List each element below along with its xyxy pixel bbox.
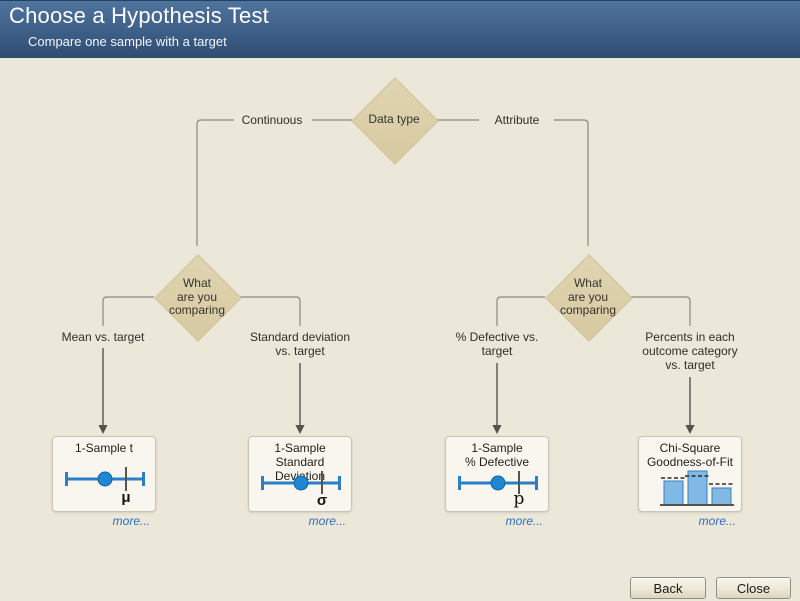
mu-symbol: μ bbox=[121, 489, 131, 506]
interval-plot-icon bbox=[261, 471, 341, 494]
card-1-sample-stdev[interactable]: 1-Sample Standard Deviation σ bbox=[248, 436, 352, 512]
page-title: Choose a Hypothesis Test bbox=[9, 3, 269, 28]
card-title: 1-Sample t bbox=[74, 441, 134, 455]
card-title: Chi-Square Goodness-of-Fit bbox=[646, 441, 734, 469]
leaf-label-mean: Mean vs. target bbox=[61, 330, 145, 344]
leaf-label-defective: % Defective vs. target bbox=[455, 330, 539, 358]
leaf-label-stdev: Standard deviation vs. target bbox=[249, 330, 351, 358]
page-subtitle: Compare one sample with a target bbox=[28, 34, 227, 49]
branch-attribute: Attribute bbox=[494, 113, 540, 127]
comparing-label-right: What are you comparing bbox=[559, 276, 617, 317]
branch-continuous: Continuous bbox=[241, 113, 303, 127]
arrowheads bbox=[98, 425, 695, 434]
p-symbol: p bbox=[513, 489, 525, 509]
more-link-1-sample-stdev[interactable]: more... bbox=[308, 514, 346, 528]
card-chi-square-gof[interactable]: Chi-Square Goodness-of-Fit bbox=[638, 436, 742, 512]
back-button[interactable]: Back bbox=[630, 577, 706, 599]
card-title: 1-Sample Standard Deviation bbox=[274, 441, 326, 483]
more-link-1-sample-t[interactable]: more... bbox=[112, 514, 150, 528]
more-link-chi-square-gof[interactable]: more... bbox=[698, 514, 736, 528]
dialog-header: Choose a Hypothesis Test Compare one sam… bbox=[0, 0, 800, 58]
data-type-label: Data type bbox=[368, 112, 420, 126]
leaf-label-percents: Percents in each outcome category vs. ta… bbox=[642, 330, 738, 372]
interval-plot-icon bbox=[65, 467, 145, 491]
sigma-symbol: σ bbox=[316, 492, 328, 509]
card-1-sample-t[interactable]: 1-Sample t μ bbox=[52, 436, 156, 512]
card-1-sample-pct-defective[interactable]: 1-Sample % Defective p bbox=[445, 436, 549, 512]
interval-plot-icon bbox=[458, 471, 538, 494]
comparing-label-left: What are you comparing bbox=[168, 276, 226, 317]
close-button[interactable]: Close bbox=[716, 577, 791, 599]
card-title: 1-Sample % Defective bbox=[464, 441, 530, 469]
bar-chart-icon bbox=[660, 470, 734, 506]
more-link-1-sample-pct-defective[interactable]: more... bbox=[505, 514, 543, 528]
